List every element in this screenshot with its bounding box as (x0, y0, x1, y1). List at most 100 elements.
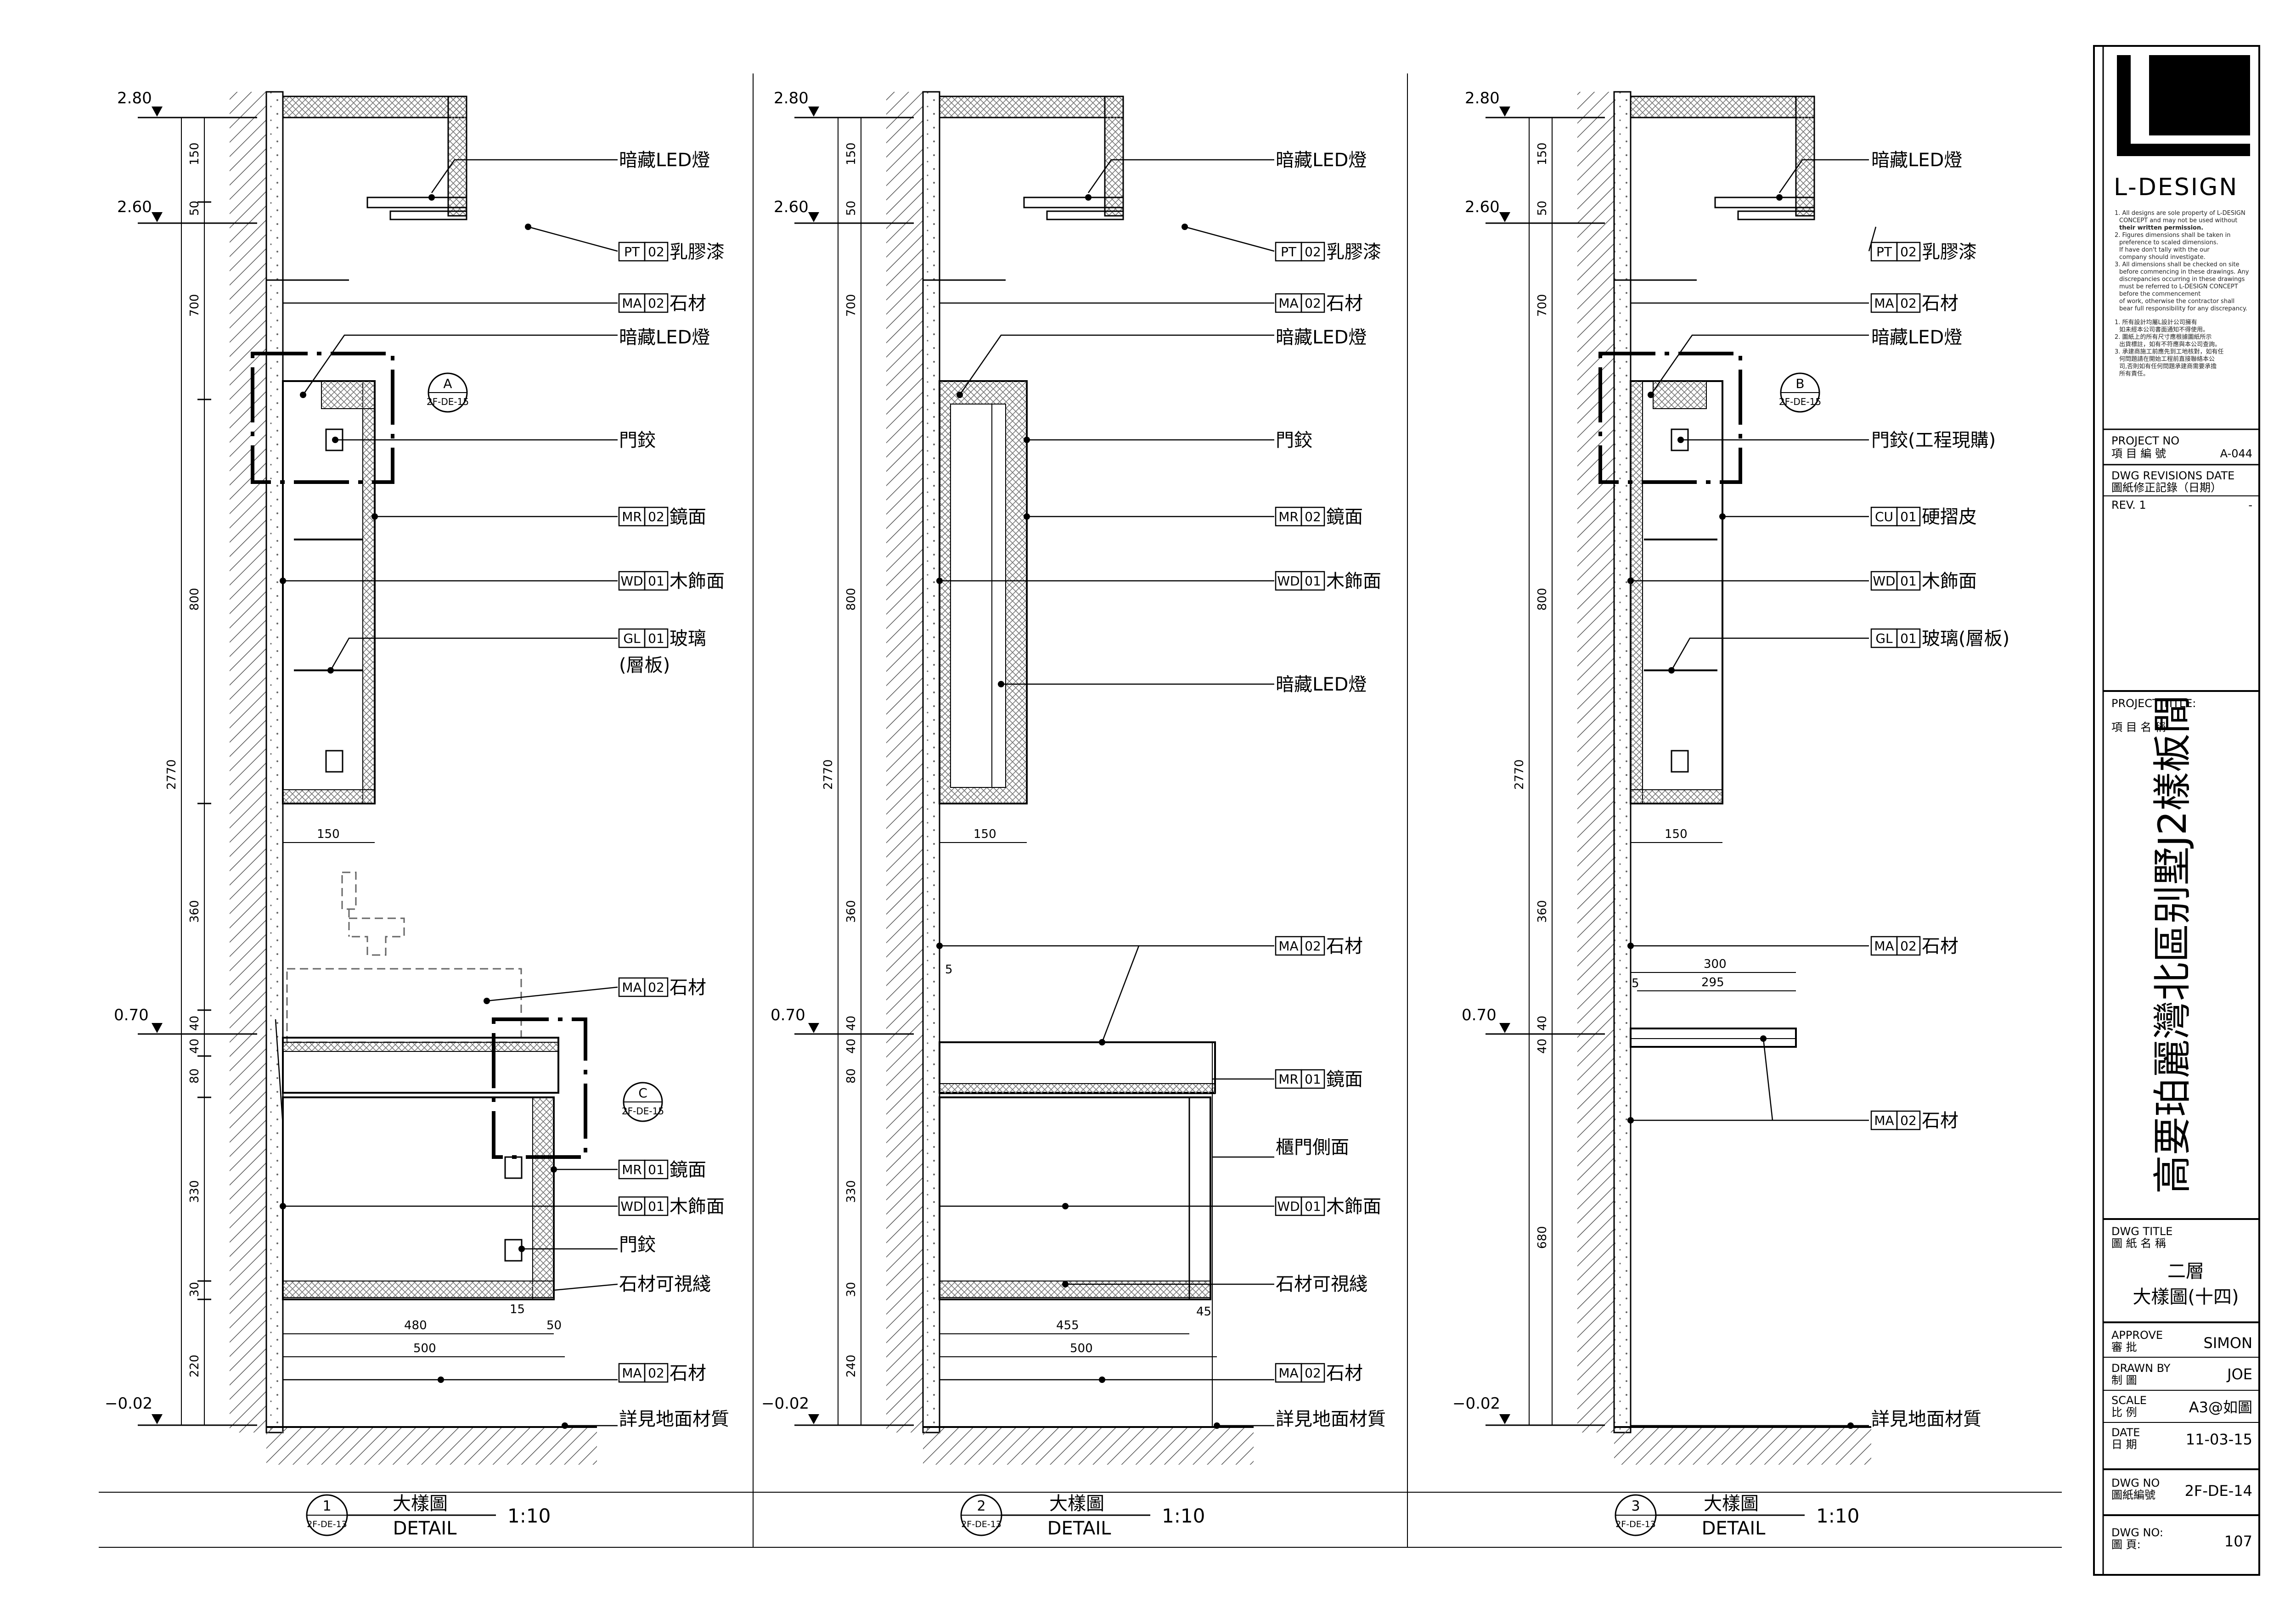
floor-slab (1614, 1428, 1871, 1465)
horizontal-dims (940, 1333, 1217, 1357)
approve-label-zh: 審 批 (2111, 1341, 2137, 1354)
svg-text:出貨標註，如有不符應與本公司查詢。: 出貨標註，如有不符應與本公司查詢。 (2119, 341, 2221, 348)
dim-text: 220 (188, 1354, 202, 1377)
level-label: 2.80 (117, 89, 152, 107)
drawn-label-en: DRAWN BY (2111, 1362, 2171, 1375)
floating-shelf (1630, 1028, 1797, 1048)
level-label: 2.60 (1465, 198, 1500, 216)
callout-num: 02 (1900, 296, 1917, 311)
dim-text: 50 (844, 201, 858, 216)
dim-text: 700 (1536, 294, 1549, 317)
section-marker-letter: C (638, 1085, 647, 1101)
callout-code: MA (622, 1365, 642, 1381)
svg-text:CONCEPT and may not be used wi: CONCEPT and may not be used without (2119, 217, 2237, 224)
dim-text: 40 (844, 1039, 858, 1054)
level-markers (808, 107, 819, 1424)
level-label: 2.60 (774, 198, 809, 216)
callout-code: WD (1873, 573, 1895, 589)
ceiling-box (1630, 96, 1815, 118)
dim-text: 360 (188, 900, 202, 923)
dim-text: 800 (188, 588, 202, 611)
dim-text: 50 (1536, 201, 1549, 216)
dwg-title-label-en: DWG TITLE (2111, 1225, 2172, 1238)
callout-code: MR (622, 1162, 642, 1177)
ceiling-board (1046, 210, 1124, 220)
vanity-cabinet (939, 1096, 1211, 1300)
callout-num: 02 (648, 296, 664, 311)
callout-text: 石材 (1326, 936, 1363, 957)
callout-text: (層板) (619, 655, 670, 676)
project-title-label-zh: 項 目 名 稱 (2111, 721, 2166, 734)
level-markers (152, 107, 163, 1424)
page-value: 107 (2224, 1533, 2252, 1550)
callout-num: 01 (1305, 1072, 1321, 1087)
detail-title-zh: 大樣圖 (1704, 1493, 1759, 1514)
callout-code: MA (622, 296, 642, 311)
svg-text:1. All designs are sole proper: 1. All designs are sole property of L-DE… (2115, 210, 2245, 217)
leader-lines (940, 159, 1275, 1427)
callout-text: 暗藏LED燈 (1276, 327, 1367, 348)
section-marker-letter: B (1795, 376, 1804, 391)
callout-num: 02 (1900, 938, 1917, 954)
callout-text: 門鉸 (619, 1234, 656, 1255)
page-label-en: DWG NO: (2111, 1526, 2163, 1539)
level-label: 2.60 (117, 198, 152, 216)
detail-title-en: DETAIL (1047, 1518, 1112, 1539)
dim-text: 800 (1536, 588, 1549, 611)
callout-num: 01 (648, 1162, 664, 1177)
dim-text: 455 (1056, 1319, 1079, 1332)
callout-num: 01 (1900, 631, 1917, 646)
detail-box-b (1598, 352, 1742, 484)
stone-counter (282, 1037, 559, 1094)
callout-num: 01 (1305, 573, 1321, 589)
callout-code: MA (1874, 296, 1894, 311)
dim-text: 150 (1665, 827, 1688, 841)
dim-text: 295 (1701, 976, 1724, 989)
detail-title-zh: 大樣圖 (1049, 1493, 1104, 1514)
ceiling-box (282, 96, 467, 118)
callout-code: MA (1278, 1365, 1298, 1381)
dim-text: 480 (404, 1319, 427, 1332)
drawn-value: JOE (2226, 1365, 2252, 1383)
level-label: −0.02 (761, 1394, 809, 1413)
callout-code: PT (1281, 244, 1297, 259)
wall-finish (922, 91, 940, 1433)
project-title-label-en: PROJECT TITLE: (2111, 697, 2196, 710)
revision-value: - (2248, 499, 2252, 511)
dim-text: 150 (974, 827, 996, 841)
detail-3-elevation: 150 50 700 800 2770 360 40 40 680 150 30… (1452, 89, 2009, 1539)
callout-code: MA (1874, 938, 1894, 954)
hinge (1671, 750, 1689, 773)
ceiling-drop (1104, 96, 1124, 217)
dwg-title-label-zh: 圖 紙 名 稱 (2111, 1237, 2166, 1250)
detail-2-elevation: 150 50 700 800 2770 360 40 40 80 330 30 … (761, 89, 1386, 1539)
level-lines (794, 117, 914, 1426)
hinge (325, 750, 343, 773)
svg-text:2. 圖紙上的所有尺寸應根據圖紙所示: 2. 圖紙上的所有尺寸應根據圖紙所示 (2115, 333, 2212, 341)
callout-text: 詳見地面材質 (1871, 1409, 1981, 1430)
dim-text: 500 (1070, 1342, 1093, 1355)
dim-text: 150 (188, 142, 202, 165)
callout-code: PT (624, 244, 640, 259)
callout-text: 石材 (670, 1363, 706, 1384)
svg-text:何問題請在開始工程前直接聯絡本公: 何問題請在開始工程前直接聯絡本公 (2119, 355, 2215, 363)
callout-code: MR (622, 509, 642, 524)
dim-texts: 150 50 700 800 2770 360 40 40 680 150 30… (1513, 142, 1727, 1249)
approve-value: SIMON (2204, 1334, 2252, 1352)
ceiling-drop (447, 96, 467, 217)
dim-text: 330 (844, 1180, 858, 1203)
dim-text: 240 (844, 1354, 858, 1377)
led-strip (991, 404, 1006, 788)
svg-text:preference to scaled dimension: preference to scaled dimensions. (2119, 239, 2218, 246)
section-marker-ref: 2F-DE-15 (622, 1106, 664, 1117)
svg-text:1. 所有設計均屬L設計公司擁有: 1. 所有設計均屬L設計公司擁有 (2115, 319, 2197, 326)
callout-num: 02 (648, 1365, 664, 1381)
callout-text: 石材 (1326, 1363, 1363, 1384)
callout-text: 木飾面 (670, 571, 725, 592)
callout-num: 01 (648, 1199, 664, 1214)
dim-text: 5 (945, 963, 953, 977)
dim-ticks (197, 117, 211, 1300)
svg-text:司,否則如有任何問題承建商需要承擔: 司,否則如有任何問題承建商需要承擔 (2119, 363, 2217, 370)
dim-text: 2770 (1513, 759, 1526, 790)
project-title: 高要珀麗灣北區别墅J2樣板間 (2150, 695, 2195, 1194)
